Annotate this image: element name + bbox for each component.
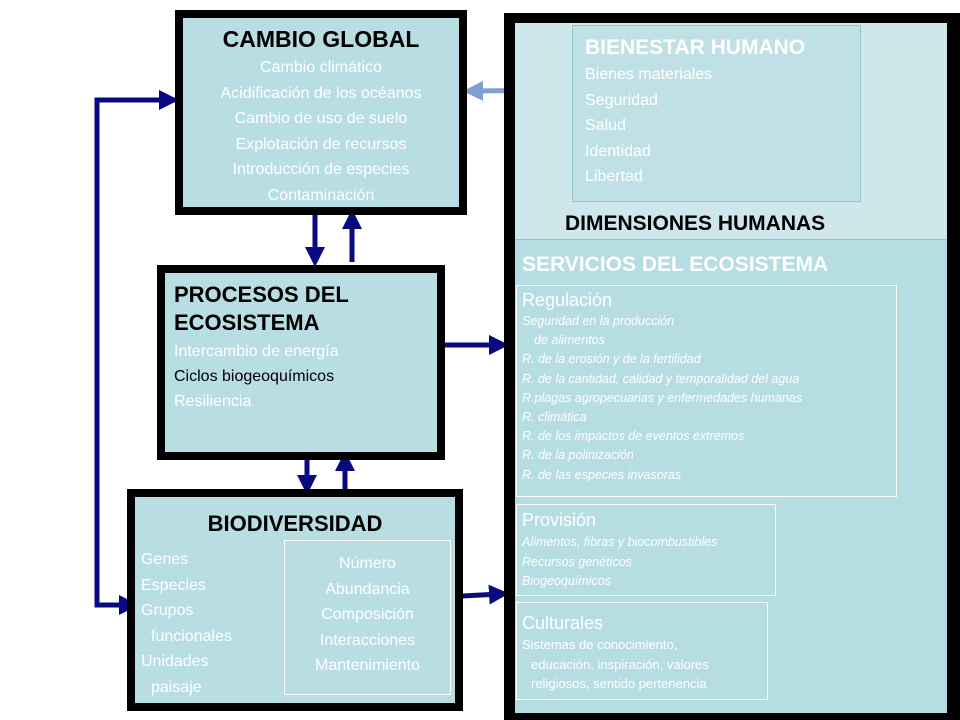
procesos-item: Ciclos biogeoquímicos — [174, 368, 335, 385]
servicios-area — [515, 239, 947, 713]
regulacion-item: R.plagas agropecuarias y enfermedades hu… — [522, 390, 803, 405]
cambio-global-item: Contaminación — [267, 186, 375, 204]
regulacion-item: R. climática — [522, 410, 587, 425]
bienestar-item: Identidad — [585, 142, 651, 160]
cambio-global-item: Cambio de uso de suelo — [234, 110, 408, 127]
biodiversidad-item: Unidades — [141, 653, 209, 670]
attribute-item: Abundancia — [325, 580, 410, 598]
attribute-item: Número — [339, 555, 396, 572]
cambio-global-item: Introducción de especies — [232, 161, 410, 178]
regulacion-item: R. de la polinización — [522, 448, 634, 463]
provision-item: Alimentos, fibras y biocombustibles — [522, 535, 718, 549]
regulacion-box: Regulación Seguridad en la producción de… — [516, 285, 897, 497]
bienestar-item: Libertad — [585, 168, 643, 185]
biodiversidad-item: Especies — [141, 576, 206, 594]
cambio-global-item: Acidificación de los océanos — [220, 84, 422, 102]
procesos-item: Intercambio de energía — [174, 343, 339, 360]
regulacion-item: R. de la erosión y de la fertilidad — [522, 352, 701, 367]
arrow-biodiversidad-to-servicios — [461, 584, 509, 605]
biodiversidad-item: Genes — [141, 551, 189, 568]
biodiversidad-item: Grupos — [141, 602, 194, 619]
culturales-box: Culturales Sistemas de conocimiento, edu… — [516, 602, 768, 700]
provision-title: Provisión — [522, 510, 597, 530]
bienestar-item: Seguridad — [585, 91, 658, 109]
biodiversidad-title: BIODIVERSIDAD — [207, 511, 383, 536]
regulacion-item: R. de las especies invasoras — [522, 467, 682, 482]
cambio-global-item: Explotación de recursos — [235, 135, 407, 153]
bienestar-item: Bienes materiales — [585, 66, 713, 83]
regulacion-item: Seguridad en la producción — [522, 314, 675, 328]
cambio-global-box: CAMBIO GLOBAL Cambio climático Acidifica… — [175, 10, 467, 215]
provision-box: Provisión Alimentos, fibras y biocombust… — [516, 504, 776, 596]
procesos-title-1: PROCESOS DEL — [174, 282, 349, 307]
provision-item: Biogeoquímicos — [522, 574, 611, 588]
procesos-title-2: ECOSISTEMA — [174, 310, 320, 335]
culturales-item: religiosos, sentido pertenencia — [531, 676, 707, 691]
servicios-title: SERVICIOS DEL ECOSISTEMA — [522, 253, 829, 276]
regulacion-item: R. de los impactos de eventos extremos — [522, 429, 745, 444]
cambio-global-title: CAMBIO GLOBAL — [222, 26, 420, 52]
regulacion-item: R. de la cantidad, calidad y temporalida… — [522, 371, 800, 386]
biodiversidad-item: funcionales — [151, 627, 232, 645]
provision-item: Recursos genéticos — [522, 554, 632, 569]
biodiversidad-box: BIODIVERSIDAD Genes Especies Grupos func… — [127, 489, 463, 711]
culturales-item: Sistemas de conocimiento, — [522, 637, 678, 652]
cambio-global-item: Cambio climático — [260, 59, 382, 76]
culturales-title: Culturales — [522, 613, 604, 633]
culturales-item: educación, inspiración, valores — [531, 656, 709, 672]
regulacion-item: de alimentos — [534, 333, 605, 348]
bienestar-item: Salud — [585, 117, 626, 134]
bienestar-humano-box: BIENESTAR HUMANO Bienes materiales Segur… — [572, 25, 861, 202]
attribute-item: Mantenimiento — [315, 657, 420, 674]
biodiversidad-attributes-box: Número Abundancia Composición Interaccio… — [284, 540, 451, 695]
attribute-item: Composición — [321, 606, 414, 623]
dimensiones-humanas-label: DIMENSIONES HUMANAS — [565, 212, 826, 235]
procesos-item: Resiliencia — [174, 393, 252, 410]
bienestar-title: BIENESTAR HUMANO — [585, 36, 806, 59]
regulacion-title: Regulación — [522, 290, 613, 310]
procesos-box: PROCESOS DEL ECOSISTEMA Intercambio de e… — [157, 265, 445, 460]
biodiversidad-item: paisaje — [151, 678, 202, 696]
attribute-item: Interacciones — [319, 631, 416, 649]
